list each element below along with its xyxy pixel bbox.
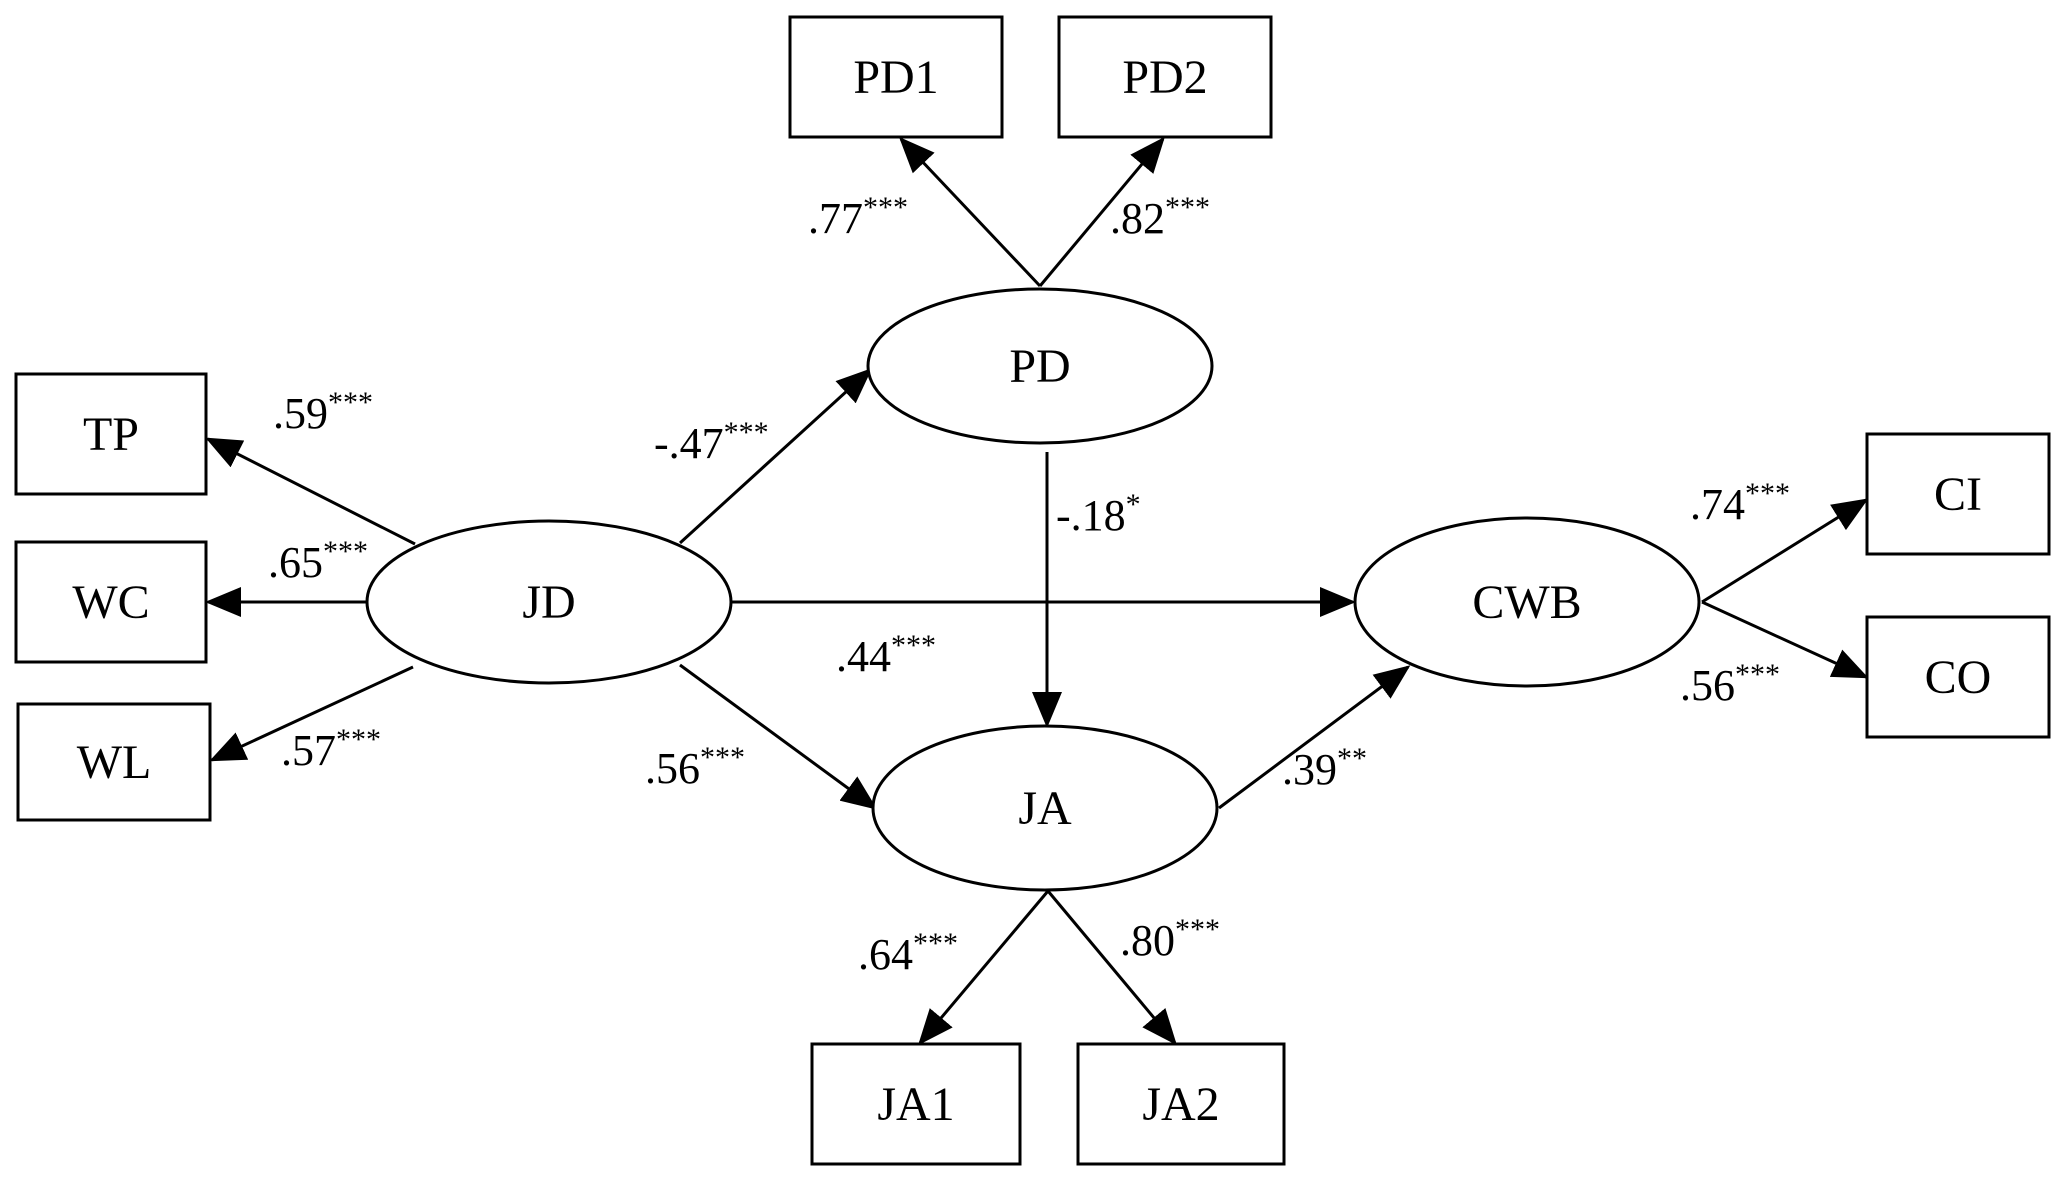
node-label: WL	[77, 736, 152, 789]
node-label: WC	[72, 576, 149, 629]
path-arrow-jd-to-tp	[205, 437, 416, 546]
significance-stars: ***	[863, 191, 908, 224]
node-tp: TP	[14, 372, 208, 496]
node-pd2: PD2	[1057, 15, 1273, 139]
observed-variable-box	[788, 15, 1004, 139]
observed-variable-box	[1076, 1042, 1286, 1166]
significance-stars: ***	[1745, 477, 1790, 510]
path-coefficient-label: .44***	[836, 629, 936, 681]
path-arrow-jd-to-pd	[678, 367, 873, 545]
path-coefficient-label: .65***	[268, 535, 368, 587]
node-cwb: CWB	[1353, 516, 1701, 688]
path-coefficient-label: .59***	[273, 386, 373, 438]
observed-variable-box	[1057, 15, 1273, 139]
node-label: JA1	[877, 1078, 954, 1131]
significance-stars: ***	[1175, 913, 1220, 946]
latent-variable-ellipse	[871, 724, 1219, 892]
observed-variable-box	[810, 1042, 1022, 1166]
node-label: PD2	[1122, 51, 1207, 104]
node-ja1: JA1	[810, 1042, 1022, 1166]
coefficient-value: .39	[1282, 745, 1337, 794]
significance-stars: ***	[1735, 658, 1780, 691]
node-label: JA2	[1142, 1078, 1219, 1131]
significance-stars: ***	[913, 927, 958, 960]
significance-stars: ***	[891, 629, 936, 662]
path-coefficient-label: .64***	[858, 927, 958, 979]
node-label: PD1	[853, 51, 938, 104]
path-coefficient-label: -.47***	[654, 416, 769, 468]
coefficient-value: .80	[1120, 916, 1175, 965]
coefficient-value: -.47	[654, 419, 724, 468]
path-arrow-jd-to-wl	[209, 665, 414, 762]
coefficient-value: .77	[808, 194, 863, 243]
node-label: JA	[1018, 782, 1072, 835]
path-coefficient-label: .57***	[281, 723, 381, 775]
node-ja2: JA2	[1076, 1042, 1286, 1166]
path-coefficient-label: .82***	[1110, 191, 1210, 243]
observed-variable-box	[14, 540, 208, 664]
significance-stars: ***	[323, 535, 368, 568]
coefficient-value: .65	[268, 538, 323, 587]
node-label: TP	[83, 408, 139, 461]
latent-variable-ellipse	[365, 519, 733, 685]
path-coefficient-label: .56***	[645, 741, 745, 793]
path-coefficient-label: .56***	[1680, 658, 1780, 710]
significance-stars: *	[1126, 488, 1141, 521]
coefficient-value: .82	[1110, 194, 1165, 243]
path-coefficient-label: .74***	[1690, 477, 1790, 529]
node-wl: WL	[16, 702, 212, 822]
node-pd: PD	[866, 287, 1214, 445]
edge-layer	[205, 136, 1869, 1046]
latent-variable-ellipse	[1353, 516, 1701, 688]
node-wc: WC	[14, 540, 208, 664]
coefficient-value: .44	[836, 632, 891, 681]
path-coefficient-label: .80***	[1120, 913, 1220, 965]
significance-stars: ***	[328, 386, 373, 419]
significance-stars: **	[1337, 742, 1367, 775]
path-arrow-cwb-to-ci	[1701, 498, 1869, 604]
coefficient-value: .56	[1680, 661, 1735, 710]
observed-variable-box	[16, 702, 212, 822]
path-arrow-cwb-to-co	[1701, 600, 1869, 679]
significance-stars: ***	[336, 723, 381, 756]
path-arrow-pd-to-pd2	[1038, 136, 1165, 287]
path-arrow-ja-to-ja2	[1046, 890, 1177, 1046]
node-pd1: PD1	[788, 15, 1004, 139]
coefficient-value: .57	[281, 726, 336, 775]
coefficient-value: .59	[273, 389, 328, 438]
coefficient-value: -.18	[1056, 491, 1126, 540]
node-ja: JA	[871, 724, 1219, 892]
coefficient-value: .74	[1690, 480, 1745, 529]
observed-variable-box	[1865, 615, 2051, 739]
path-coefficient-label: -.18*	[1056, 488, 1141, 540]
node-label: CWB	[1472, 576, 1581, 629]
observed-variable-box	[1865, 432, 2051, 556]
path-arrow-ja-to-cwb	[1218, 665, 1411, 810]
node-jd: JD	[365, 519, 733, 685]
coefficient-label-layer: .77***.82***.59***.65***.57***-.47***-.1…	[268, 191, 1790, 979]
path-arrow-jd-to-ja	[679, 663, 878, 810]
node-label: PD	[1009, 340, 1070, 393]
significance-stars: ***	[700, 741, 745, 774]
observed-variable-box	[14, 372, 208, 496]
path-arrow-pd-to-pd1	[898, 136, 1042, 288]
significance-stars: ***	[1165, 191, 1210, 224]
coefficient-value: .64	[858, 930, 913, 979]
path-coefficient-label: .39**	[1282, 742, 1367, 794]
node-co: CO	[1865, 615, 2051, 739]
latent-variable-ellipse	[866, 287, 1214, 445]
path-coefficient-label: .77***	[808, 191, 908, 243]
coefficient-value: .56	[645, 744, 700, 793]
node-label: CI	[1934, 468, 1982, 521]
node-ci: CI	[1865, 432, 2051, 556]
node-label: JD	[522, 576, 575, 629]
path-arrow-ja-to-ja1	[918, 890, 1050, 1046]
node-label: CO	[1925, 651, 1992, 704]
significance-stars: ***	[724, 416, 769, 449]
